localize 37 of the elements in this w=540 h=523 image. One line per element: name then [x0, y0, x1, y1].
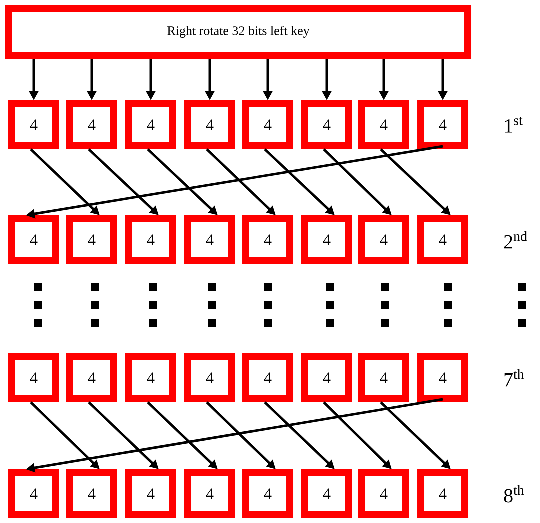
cell-box: 4: [302, 470, 352, 518]
cell-box: 4: [358, 354, 410, 402]
cell-box: 4: [184, 470, 236, 518]
cell-box: 4: [242, 100, 294, 150]
cell-box: 4: [358, 216, 410, 264]
row-label: 7$^{th}$: [504, 369, 524, 387]
cell-box: 4: [418, 216, 468, 264]
cell-box: 4: [8, 470, 60, 518]
cell-box: 4: [66, 354, 118, 402]
cell-box: 4: [242, 470, 294, 518]
cell-box: 4: [126, 354, 176, 402]
cell-box: 4: [358, 470, 410, 518]
cell-box: 4: [184, 216, 236, 264]
cell-box: 4: [126, 100, 176, 150]
cell-box: 4: [418, 354, 468, 402]
row-label: 2$^{nd}$: [504, 231, 528, 249]
cell-box: 4: [184, 100, 236, 150]
cell-box: 4: [418, 100, 468, 150]
cell-box: 4: [242, 216, 294, 264]
cell-box: 4: [302, 100, 352, 150]
cell-box: 4: [8, 216, 60, 264]
cell-box: 4: [66, 470, 118, 518]
cell-box: 4: [126, 470, 176, 518]
cell-box: 4: [302, 216, 352, 264]
process-box: Right rotate 32 bits left key: [6, 5, 472, 59]
cell-box: 4: [302, 354, 352, 402]
row-label: 1$^{st}$: [505, 117, 523, 133]
cell-box: 4: [418, 470, 468, 518]
cell-box: 4: [66, 216, 118, 264]
cell-box: 4: [126, 216, 176, 264]
cell-box: 4: [8, 100, 60, 150]
row-label: 8$^{th}$: [504, 485, 524, 503]
cell-box: 4: [358, 100, 410, 150]
cell-box: 4: [184, 354, 236, 402]
cell-box: 4: [66, 100, 118, 150]
cell-box: 4: [242, 354, 294, 402]
cell-box: 4: [8, 354, 60, 402]
